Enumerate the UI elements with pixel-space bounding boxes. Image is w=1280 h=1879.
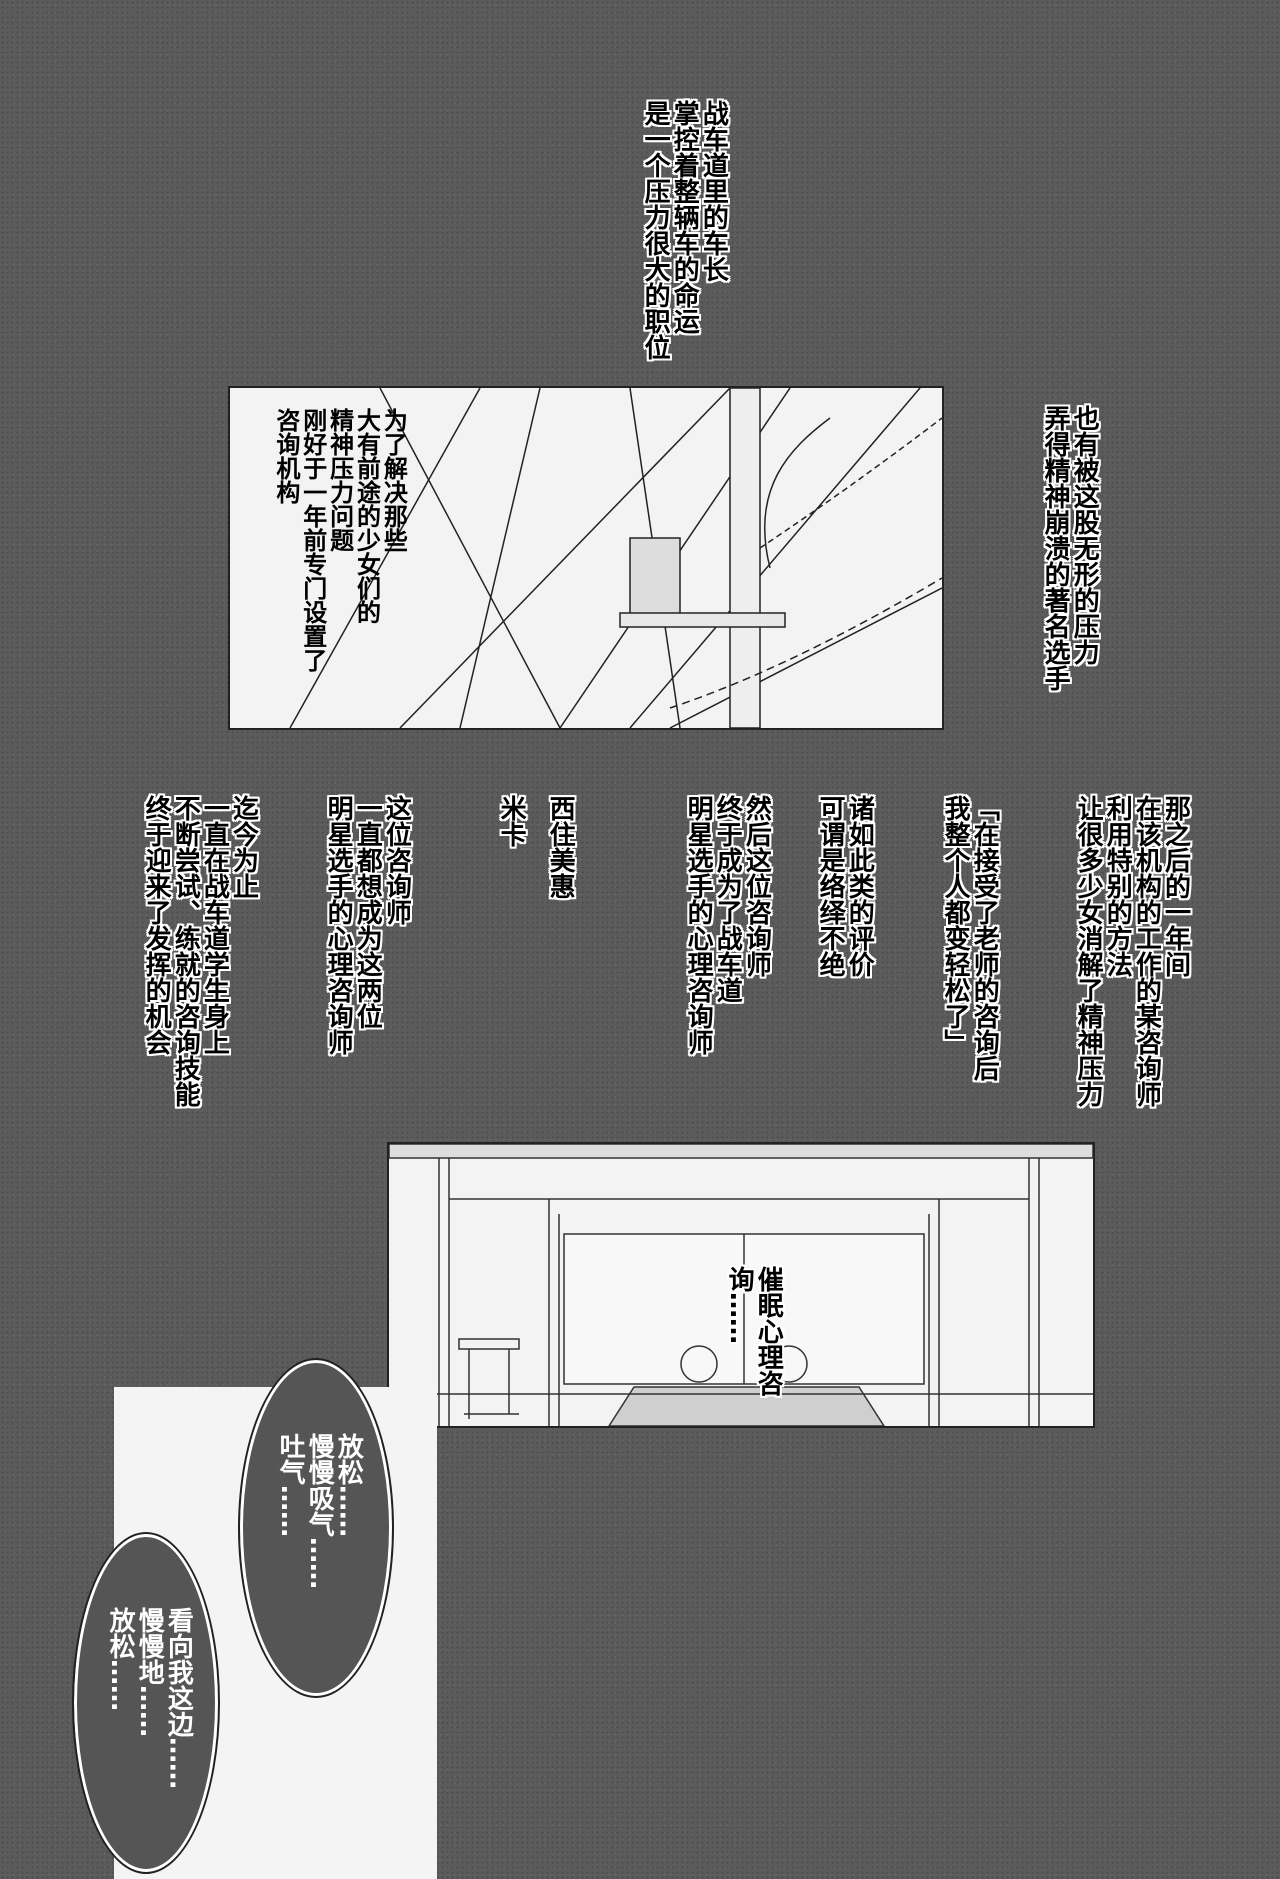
panel-counseling-door: 催眠心理咨询…… bbox=[387, 1142, 1095, 1428]
speech-bubble-1-text: 放松……慢慢吸气……吐气…… bbox=[275, 1433, 364, 1589]
door-sign-text: 催眠心理咨询…… bbox=[724, 1266, 784, 1396]
caption-panel1: 为了解决那些大有前途的少女们的精神压力问题刚好于一年前专门设置了咨询机构 bbox=[271, 408, 408, 672]
caption-row-2: 「在接受了老师的咨询后我整个人都变轻松了」 bbox=[940, 795, 1000, 1081]
caption-row-1: 那之后的一年间在该机构的工作的某咨询师利用特别的方法让很多少女消解了精神压力 bbox=[1073, 795, 1191, 1107]
door-illustration bbox=[389, 1144, 1093, 1426]
speech-bubble-2: 看向我这边……慢慢地……放松…… bbox=[72, 1532, 220, 1874]
caption-right: 也有被这股无形的压力弄得精神崩溃的著名选手 bbox=[1040, 405, 1100, 691]
speech-bubble-2-text: 看向我这边……慢慢地……放松…… bbox=[105, 1607, 194, 1789]
caption-row-6: 迄今为止一直在战车道学生身上不断尝试、练就的咨询技能终于迎来了发挥的机会 bbox=[141, 795, 259, 1107]
caption-row-5: 这位咨询师一直都想成为这两位明星选手的心理咨询师 bbox=[323, 795, 412, 1055]
panel-utility-pole: 为了解决那些大有前途的少女们的精神压力问题刚好于一年前专门设置了咨询机构 bbox=[228, 386, 944, 730]
caption-row-4: 然后这位咨询师终于成为了战车道明星选手的心理咨询师 bbox=[683, 795, 772, 1055]
utility-pole-illustration bbox=[289, 388, 942, 728]
caption-top: 战车道里的车长掌控着整辆车的命运是一个压力很大的职位 bbox=[640, 100, 729, 360]
name-nishizumi: 西住美惠 bbox=[545, 795, 576, 899]
name-mika: 米卡 bbox=[496, 795, 527, 847]
speech-bubble-1: 放松……慢慢吸气……吐气…… bbox=[238, 1358, 394, 1698]
caption-row-3: 诸如此类的评价可谓是络绎不绝 bbox=[815, 795, 875, 977]
